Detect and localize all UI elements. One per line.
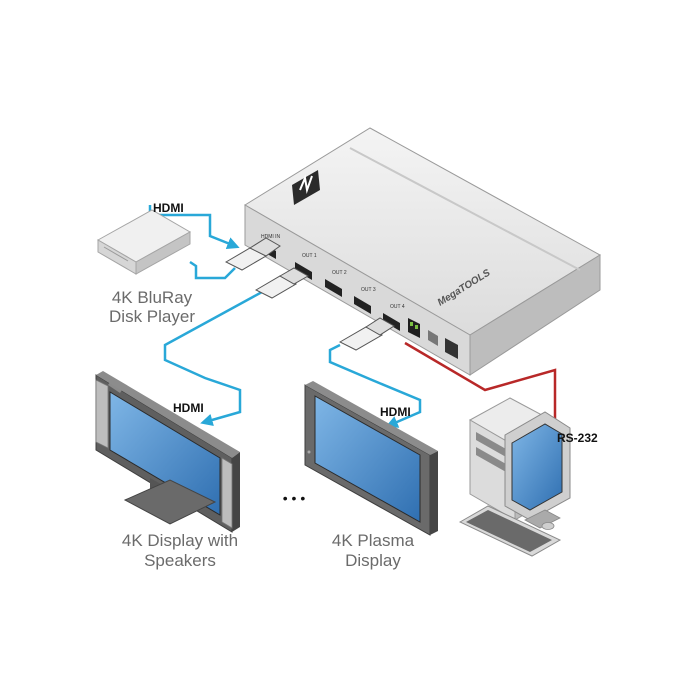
- cable-rs232-to-pc: [404, 341, 557, 432]
- caption-display2-line1: 4K Plasma: [332, 531, 415, 550]
- dip-switch-icon: [428, 330, 438, 346]
- port-label-hdmi-in: HDMI IN: [261, 234, 281, 240]
- hdmi-label-display1: HDMI: [173, 401, 204, 415]
- hdmi-plug-input-icon: [224, 237, 281, 271]
- caption-bluray-line2: Disk Player: [109, 307, 195, 326]
- rs232-label: RS-232: [557, 431, 598, 445]
- computer-icon: [458, 397, 571, 557]
- port-label-out-3: OUT 3: [361, 287, 376, 293]
- hdmi-switcher-device: MegaTOOLS HDMI IN OUT 1 OUT 2 OUT 3 OUT …: [244, 127, 601, 376]
- plasma-display-icon: [304, 381, 438, 536]
- bluray-player-icon: [96, 209, 192, 275]
- caption-display1-line2: Speakers: [144, 551, 216, 570]
- display-with-speakers-icon: [95, 371, 240, 533]
- hdmi-plug-out1-icon: [254, 267, 310, 299]
- hdmi-plug-out4-icon: [338, 317, 395, 351]
- caption-bluray-line1: 4K BluRay: [112, 288, 193, 307]
- brand-logo-icon: [292, 170, 320, 205]
- hdmi-label-bluray: HDMI: [153, 201, 184, 215]
- port-label-out-1: OUT 1: [302, 253, 317, 259]
- caption-display2-line2: Display: [345, 551, 401, 570]
- cable-out4-to-display2: [328, 343, 422, 428]
- out-4-port[interactable]: OUT 4: [383, 304, 405, 331]
- caption-display1-line1: 4K Display with: [122, 531, 238, 550]
- port-label-out-4: OUT 4: [390, 304, 405, 310]
- ellipsis-more-displays: • • •: [283, 490, 306, 506]
- out-3-port[interactable]: OUT 3: [354, 287, 376, 314]
- mouse-icon: [541, 522, 555, 530]
- rs232-terminal-icon[interactable]: [408, 318, 420, 338]
- port-label-out-2: OUT 2: [332, 270, 347, 276]
- hdmi-label-display2: HDMI: [380, 405, 411, 419]
- power-jack-icon: [445, 338, 458, 359]
- cable-out1-to-display1: [163, 290, 263, 426]
- out-2-port[interactable]: OUT 2: [325, 270, 347, 297]
